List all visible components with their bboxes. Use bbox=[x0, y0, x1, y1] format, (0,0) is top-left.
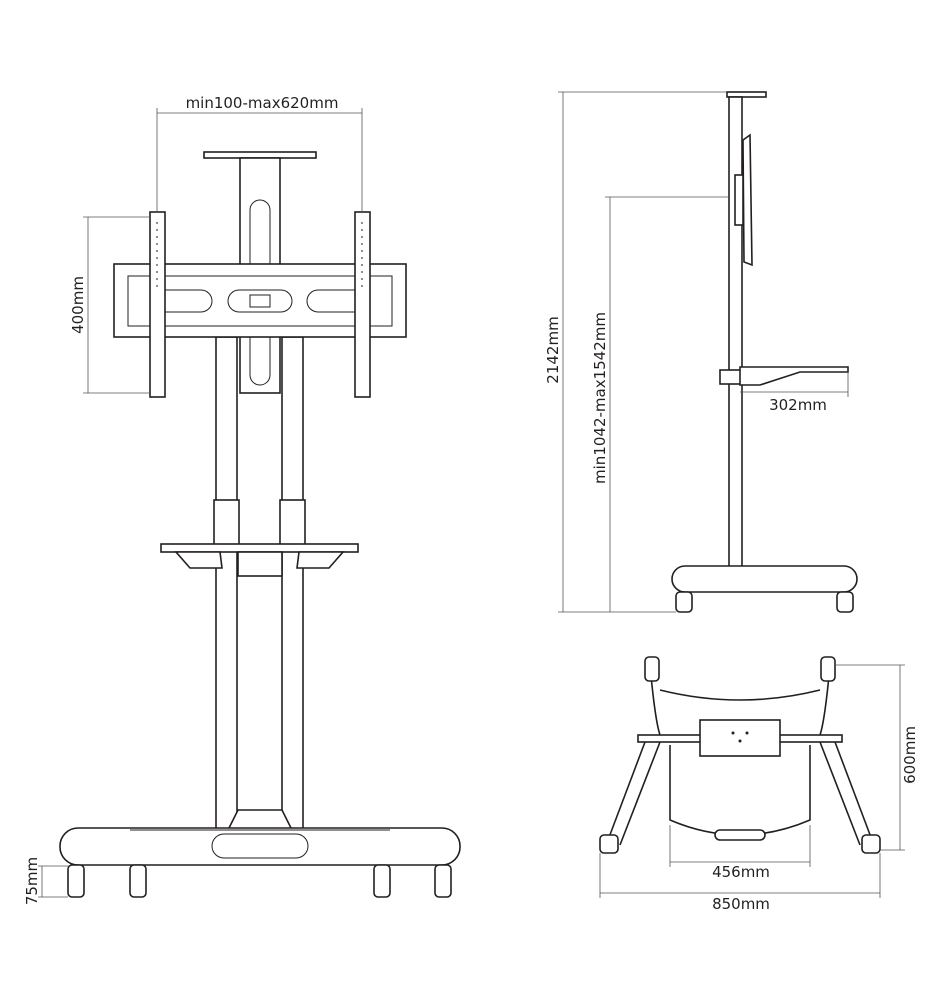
depth-label: 600mm bbox=[901, 726, 919, 784]
total-height-label: 2142mm bbox=[544, 316, 562, 383]
wheel-height-label: 75mm bbox=[23, 857, 41, 905]
top-view: 600mm 456mm 850mm bbox=[599, 656, 919, 913]
adjust-height-label: min1042-max1542mm bbox=[591, 312, 609, 484]
width-range-label: min100-max620mm bbox=[186, 94, 339, 112]
vesa-height-label: 400mm bbox=[69, 276, 87, 334]
front-view: min100-max620mm 400mm 75mm bbox=[23, 94, 461, 905]
shelf-depth-label: 302mm bbox=[769, 396, 827, 414]
total-width-label: 850mm bbox=[712, 895, 770, 913]
inner-width-label: 456mm bbox=[712, 863, 770, 881]
caster-wheels bbox=[67, 864, 452, 898]
side-view: 2142mm min1042-max1542mm 302mm bbox=[544, 91, 858, 613]
